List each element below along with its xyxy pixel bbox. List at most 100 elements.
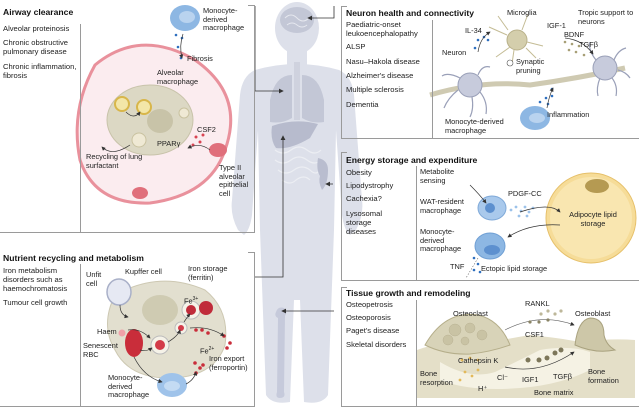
airway-right-border	[254, 5, 255, 233]
label-ectopic-lipid: Ectopic lipid storage	[481, 264, 548, 273]
label-proton: H⁺	[478, 384, 488, 393]
neuron-cell-right	[592, 55, 618, 81]
nutrient-disease-list: Iron metabolism disorders such as haemoc…	[3, 266, 79, 307]
energy-divider	[416, 166, 417, 280]
label-fe3: Fe3+	[184, 296, 199, 306]
label-chloride: Cl⁻	[497, 373, 508, 382]
disease-item: Alzheimer's disease	[346, 70, 414, 80]
energy-illustration	[465, 172, 637, 279]
label-adipocyte: Adipocyte lipid storage	[569, 210, 617, 228]
neuron-illustration	[429, 13, 631, 130]
label-osteoblast: Osteoblast	[575, 309, 611, 318]
energy-corner	[341, 152, 347, 153]
label-ppar-gamma: PPARγ	[157, 139, 181, 148]
label-senescent-rbc: Senescent RBC	[83, 341, 118, 359]
airway-corner	[248, 5, 254, 6]
disease-item: Paget's disease	[346, 326, 400, 336]
disease-item: Tumour cell growth	[3, 297, 68, 307]
neuron-title: Neuron health and connectivity	[346, 8, 474, 18]
disease-item: Iron metabolism disorders such as haemoc…	[3, 266, 68, 294]
label-inflammation: Inflammation	[547, 110, 590, 119]
label-monocyte-macrophage: Monocyte-derived macrophage	[420, 227, 462, 254]
label-type2-epithelial: Type II alveolar epithelial cell	[219, 163, 249, 198]
label-tropic-support: Tropic support to neurons	[578, 8, 634, 26]
label-fe2: Fe2+	[200, 346, 215, 356]
osteoclast-cell	[424, 313, 511, 355]
label-cathepsin-k: Cathepsin K	[458, 356, 499, 365]
microglia-cell	[506, 29, 528, 51]
disease-item: Alveolar proteinosis	[3, 24, 70, 33]
label-neuron: Neuron	[442, 48, 467, 57]
disease-item: Skeletal disorders	[346, 339, 407, 349]
leg-bone	[275, 307, 287, 398]
label-monocyte-macrophage: Monocyte-derived macrophage	[445, 117, 504, 135]
neuron-left-border	[341, 6, 342, 138]
airway-illustration	[75, 5, 233, 205]
disease-item: ALSP	[346, 42, 366, 52]
disease-item: Lysosomal storage diseases	[346, 208, 383, 237]
label-bone-resorption: Bone resorption	[420, 369, 453, 387]
energy-bottom-border	[341, 280, 639, 281]
label-microglia: Microglia	[507, 8, 537, 17]
nutrient-divider	[80, 264, 81, 406]
energy-left-border	[341, 152, 342, 280]
senescent-rbc	[125, 329, 143, 357]
lungs-organ	[270, 62, 324, 123]
neuron-corner	[341, 6, 347, 7]
neuron-divider	[432, 20, 433, 138]
label-fibrosis: Fibrosis	[187, 54, 213, 63]
disease-item: Multiple sclerosis	[346, 85, 404, 95]
airway-bottom-border	[0, 232, 254, 233]
airway-disease-list: Alveolar proteinosis Chronic obstructive…	[3, 24, 79, 80]
nutrient-bottom-border	[0, 406, 255, 407]
tissue-illustration	[417, 309, 635, 398]
label-monocyte-macrophage: Monocyte-derived macrophage	[203, 6, 245, 33]
disease-item: Dementia	[346, 100, 379, 110]
label-csf2: CSF2	[197, 125, 216, 134]
tissue-bottom-border	[341, 406, 639, 407]
disease-item: Paediatric-onset leukoencephalopathy	[346, 20, 418, 39]
disease-item: Chronic inflammation, fibrosis	[3, 61, 77, 80]
label-unfit-cell: Unfit cell	[86, 270, 102, 288]
label-tnf: TNF	[450, 262, 465, 271]
label-alveolar-macrophage: Alveolar macrophage	[157, 68, 199, 86]
label-synaptic-pruning: Synaptic pruning	[516, 57, 545, 75]
nutrient-illustration	[106, 278, 232, 397]
disease-item: Obesity	[346, 168, 372, 177]
label-iron-storage: Iron storage (ferritin)	[188, 264, 228, 282]
disease-item: Osteopetrosis	[346, 300, 393, 309]
label-rankl: RANKL	[525, 299, 550, 308]
nutrient-title: Nutrient recycling and metabolism	[3, 253, 144, 263]
label-il34: IL-34	[465, 26, 482, 35]
label-csf1: CSF1	[525, 330, 544, 339]
tissue-title: Tissue growth and remodeling	[346, 288, 471, 298]
disease-item: Chronic obstructive pulmonary disease	[3, 38, 68, 57]
energy-title: Energy storage and expenditure	[346, 155, 478, 165]
brain-organ	[280, 7, 314, 33]
label-metabolite-sensing: Metabolite sensing	[420, 167, 455, 185]
haem-dot	[118, 329, 126, 337]
label-pdgf-cc: PDGF-CC	[508, 189, 542, 198]
label-osteoclast: Osteoclast	[453, 309, 488, 318]
connector-lines	[254, 6, 335, 314]
label-igf1: IGF1	[522, 375, 539, 384]
disease-item: Osteoporosis	[346, 313, 391, 323]
disease-item: Lipodystrophy	[346, 181, 394, 191]
airway-title: Airway clearance	[3, 7, 74, 17]
energy-disease-list: Obesity Lipodystrophy Cachexia? Lysosoma…	[346, 168, 414, 236]
label-bone-matrix: Bone matrix	[534, 388, 574, 397]
tissue-disease-list: Osteopetrosis Osteoporosis Paget's disea…	[346, 300, 416, 349]
tissue-left-border	[341, 287, 342, 407]
airway-divider	[80, 24, 81, 232]
disease-item: Nasu–Hakola disease	[346, 56, 420, 66]
osteoblast-cell	[574, 317, 617, 352]
tissue-corner	[341, 287, 347, 288]
nutrient-corner	[248, 252, 254, 253]
label-recycling-surfactant: Recycling of lung surfactant	[86, 152, 143, 170]
label-bdnf: BDNF	[564, 30, 585, 39]
tissue-divider	[416, 300, 417, 406]
label-bone-formation: Bone formation	[588, 367, 619, 385]
label-kupffer-cell: Kupffer cell	[125, 267, 162, 276]
label-tgfb: TGFβ	[579, 40, 599, 49]
